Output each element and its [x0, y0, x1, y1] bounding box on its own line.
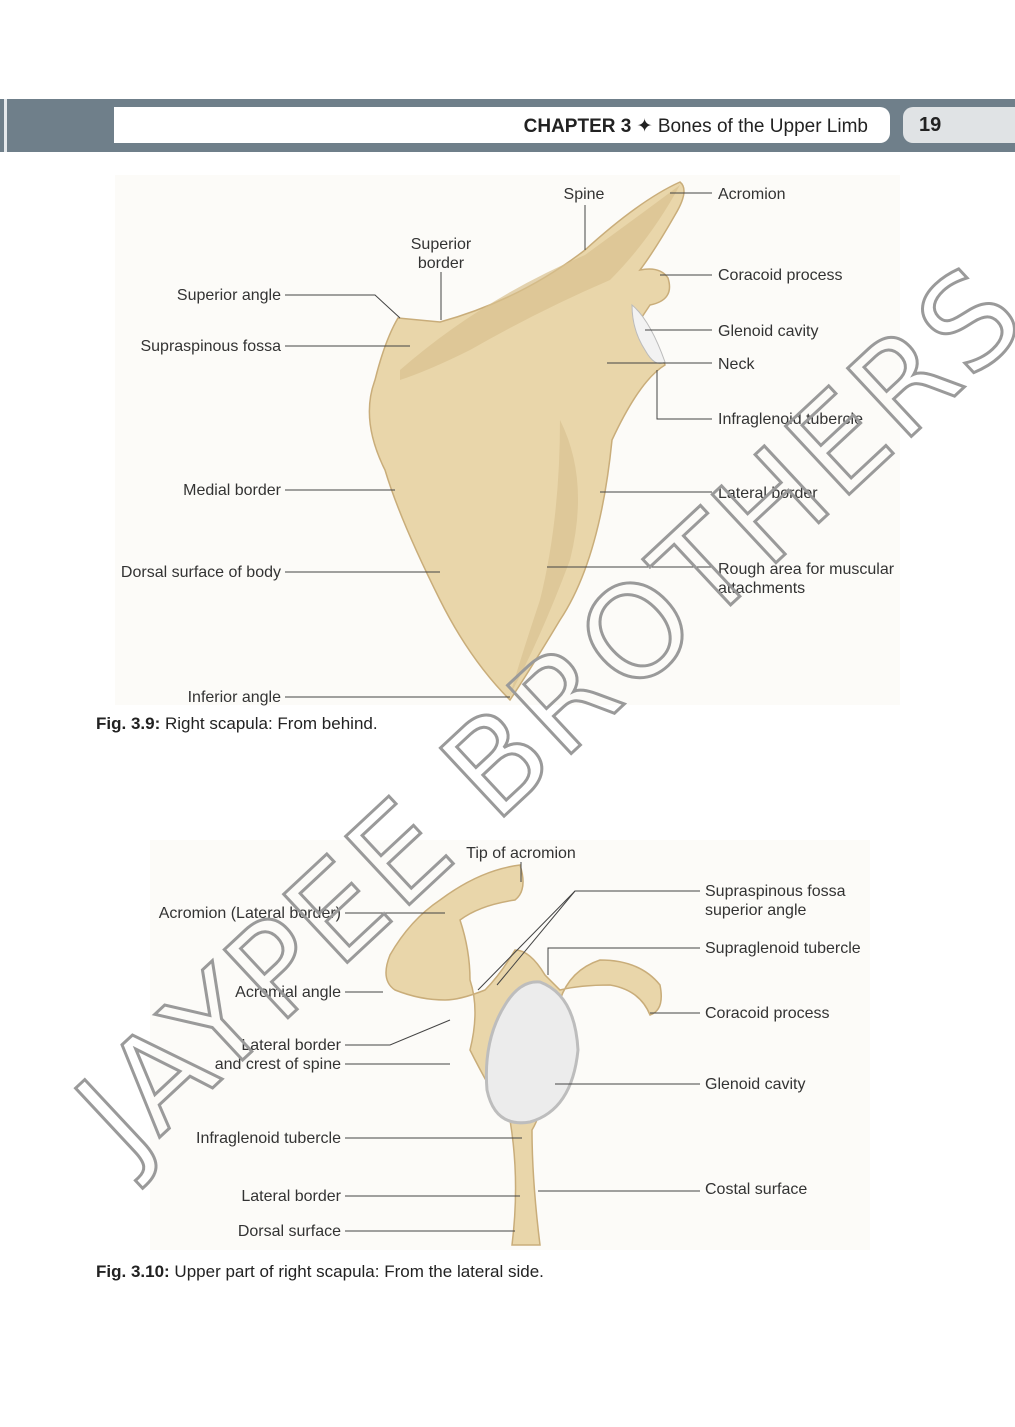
label-neck: Neck [718, 356, 755, 373]
figure-1-caption: Fig. 3.9: Right scapula: From behind. [96, 714, 378, 733]
label-coracoid-process: Coracoid process [718, 267, 843, 284]
label-spine: Spine [564, 186, 605, 203]
label-costal-surface: Costal surface [705, 1181, 807, 1198]
label-supraspinous-fossa: Supraspinous fossa [140, 338, 281, 355]
leader-lateral-border-crest-1 [345, 1019, 451, 1046]
label-acromial-angle: Acromial angle [235, 984, 341, 1001]
label-acromion: Acromion [718, 186, 786, 203]
label-infraglenoid-tubercle-2: Infraglenoid tubercle [196, 1130, 341, 1147]
dorsal-surface-shading [510, 420, 578, 695]
label-medial-border: Medial border [183, 482, 282, 499]
header-edge [4, 99, 7, 152]
label-infraglenoid-tubercle: Infraglenoid tubercle [718, 411, 863, 428]
header-title: CHAPTER 3 ✦ Bones of the Upper Limb [523, 116, 868, 137]
scapula-posterior-illustration [368, 181, 685, 702]
label-lateral-border: Lateral border [718, 485, 818, 502]
label-inferior-angle: Inferior angle [188, 689, 281, 706]
leader-supraglenoid [547, 947, 700, 975]
label-dorsal-surface: Dorsal surface of body [121, 564, 281, 581]
label-supraglenoid-tubercle: Supraglenoid tubercle [705, 940, 861, 957]
label-glenoid-cavity: Glenoid cavity [718, 323, 819, 340]
label-dorsal-surface-2: Dorsal surface [238, 1223, 341, 1240]
leader-infraglenoid [656, 370, 712, 420]
label-superior-border: Superior [411, 236, 472, 253]
label-superior-border-2: border [418, 255, 465, 272]
label-rough-area-2: attachments [718, 580, 805, 597]
label-coracoid-process-2: Coracoid process [705, 1005, 830, 1022]
label-rough-area: Rough area for muscular [718, 561, 895, 578]
label-glenoid-cavity-2: Glenoid cavity [705, 1076, 806, 1093]
label-superior-angle: Superior angle [177, 287, 281, 304]
leader-supraspinous-b [496, 890, 576, 986]
leader-superior-angle [285, 294, 401, 319]
label-lateral-border-crest: Lateral border [241, 1037, 341, 1054]
label-tip-of-acromion: Tip of acromion [466, 845, 576, 862]
running-header: CHAPTER 3 ✦ Bones of the Upper Limb 19 [0, 99, 1015, 152]
label-superior-angle: superior angle [705, 902, 807, 919]
figure-2-caption: Fig. 3.10: Upper part of right scapula: … [96, 1262, 544, 1281]
scapular-spine-ridge [400, 185, 680, 380]
label-crest-of-spine: and crest of spine [215, 1056, 341, 1073]
glenoid-cavity-lateral [484, 980, 580, 1125]
figure-3-10: Tip of acromion Acromion (Lateral border… [150, 840, 870, 1250]
label-acromion-lateral-border: Acromion (Lateral border) [159, 905, 341, 922]
header-title-box: CHAPTER 3 ✦ Bones of the Upper Limb [114, 107, 890, 143]
page-number: 19 [919, 114, 942, 136]
label-supraspinous-fossa: Supraspinous fossa [705, 883, 846, 900]
figure-3-9: Spine Acromion Superior border Superior … [115, 175, 900, 706]
separator-icon: ✦ [636, 116, 653, 137]
page-number-box: 19 [903, 107, 1015, 143]
label-lateral-border-2: Lateral border [241, 1188, 341, 1205]
